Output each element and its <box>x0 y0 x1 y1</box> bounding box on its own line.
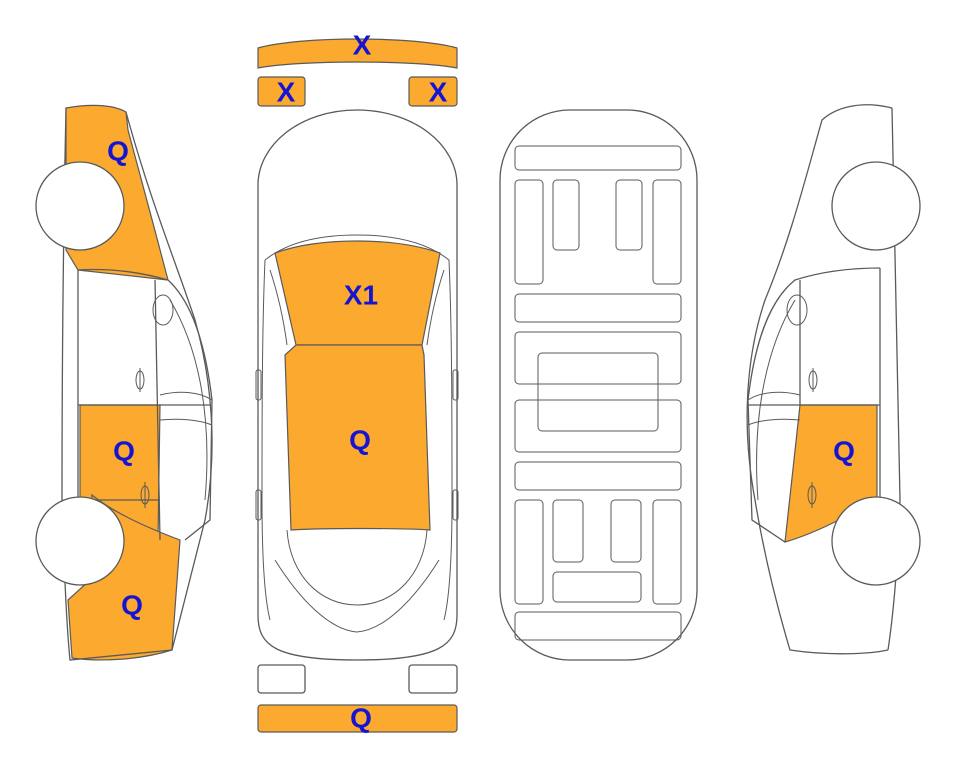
rear-bumper-panel[interactable] <box>257 704 458 733</box>
left-front-fender-code: Q <box>107 136 129 167</box>
car-underbody-view <box>499 109 698 661</box>
car-top-view: X X X X1 Q Q <box>255 30 459 734</box>
hood-panel[interactable] <box>274 240 441 346</box>
roof-code: Q <box>349 425 371 456</box>
left-rear-wheel <box>35 496 125 586</box>
hood-code: X1 <box>344 280 378 311</box>
headlight-left-code: X <box>277 77 296 108</box>
left-front-wheel <box>35 161 125 251</box>
front-bumper-panel[interactable] <box>257 38 458 69</box>
right-front-wheel <box>831 161 921 251</box>
headlight-right-code: X <box>429 77 448 108</box>
roof-panel[interactable] <box>284 344 431 531</box>
left-rear-door-code: Q <box>113 436 135 467</box>
headlight-right-panel[interactable] <box>408 76 458 107</box>
car-left-side-view: Q Q Q <box>35 104 213 661</box>
right-rear-door-code: Q <box>833 436 855 467</box>
front-bumper-code: X <box>353 30 372 61</box>
taillight-left <box>257 664 306 694</box>
headlight-left-panel[interactable] <box>257 76 306 107</box>
left-rear-quarter-code: Q <box>121 590 143 621</box>
rear-bumper-code: Q <box>350 703 372 734</box>
right-rear-wheel <box>831 496 921 586</box>
taillight-right <box>408 664 458 694</box>
car-right-side-view: Q <box>746 104 921 655</box>
